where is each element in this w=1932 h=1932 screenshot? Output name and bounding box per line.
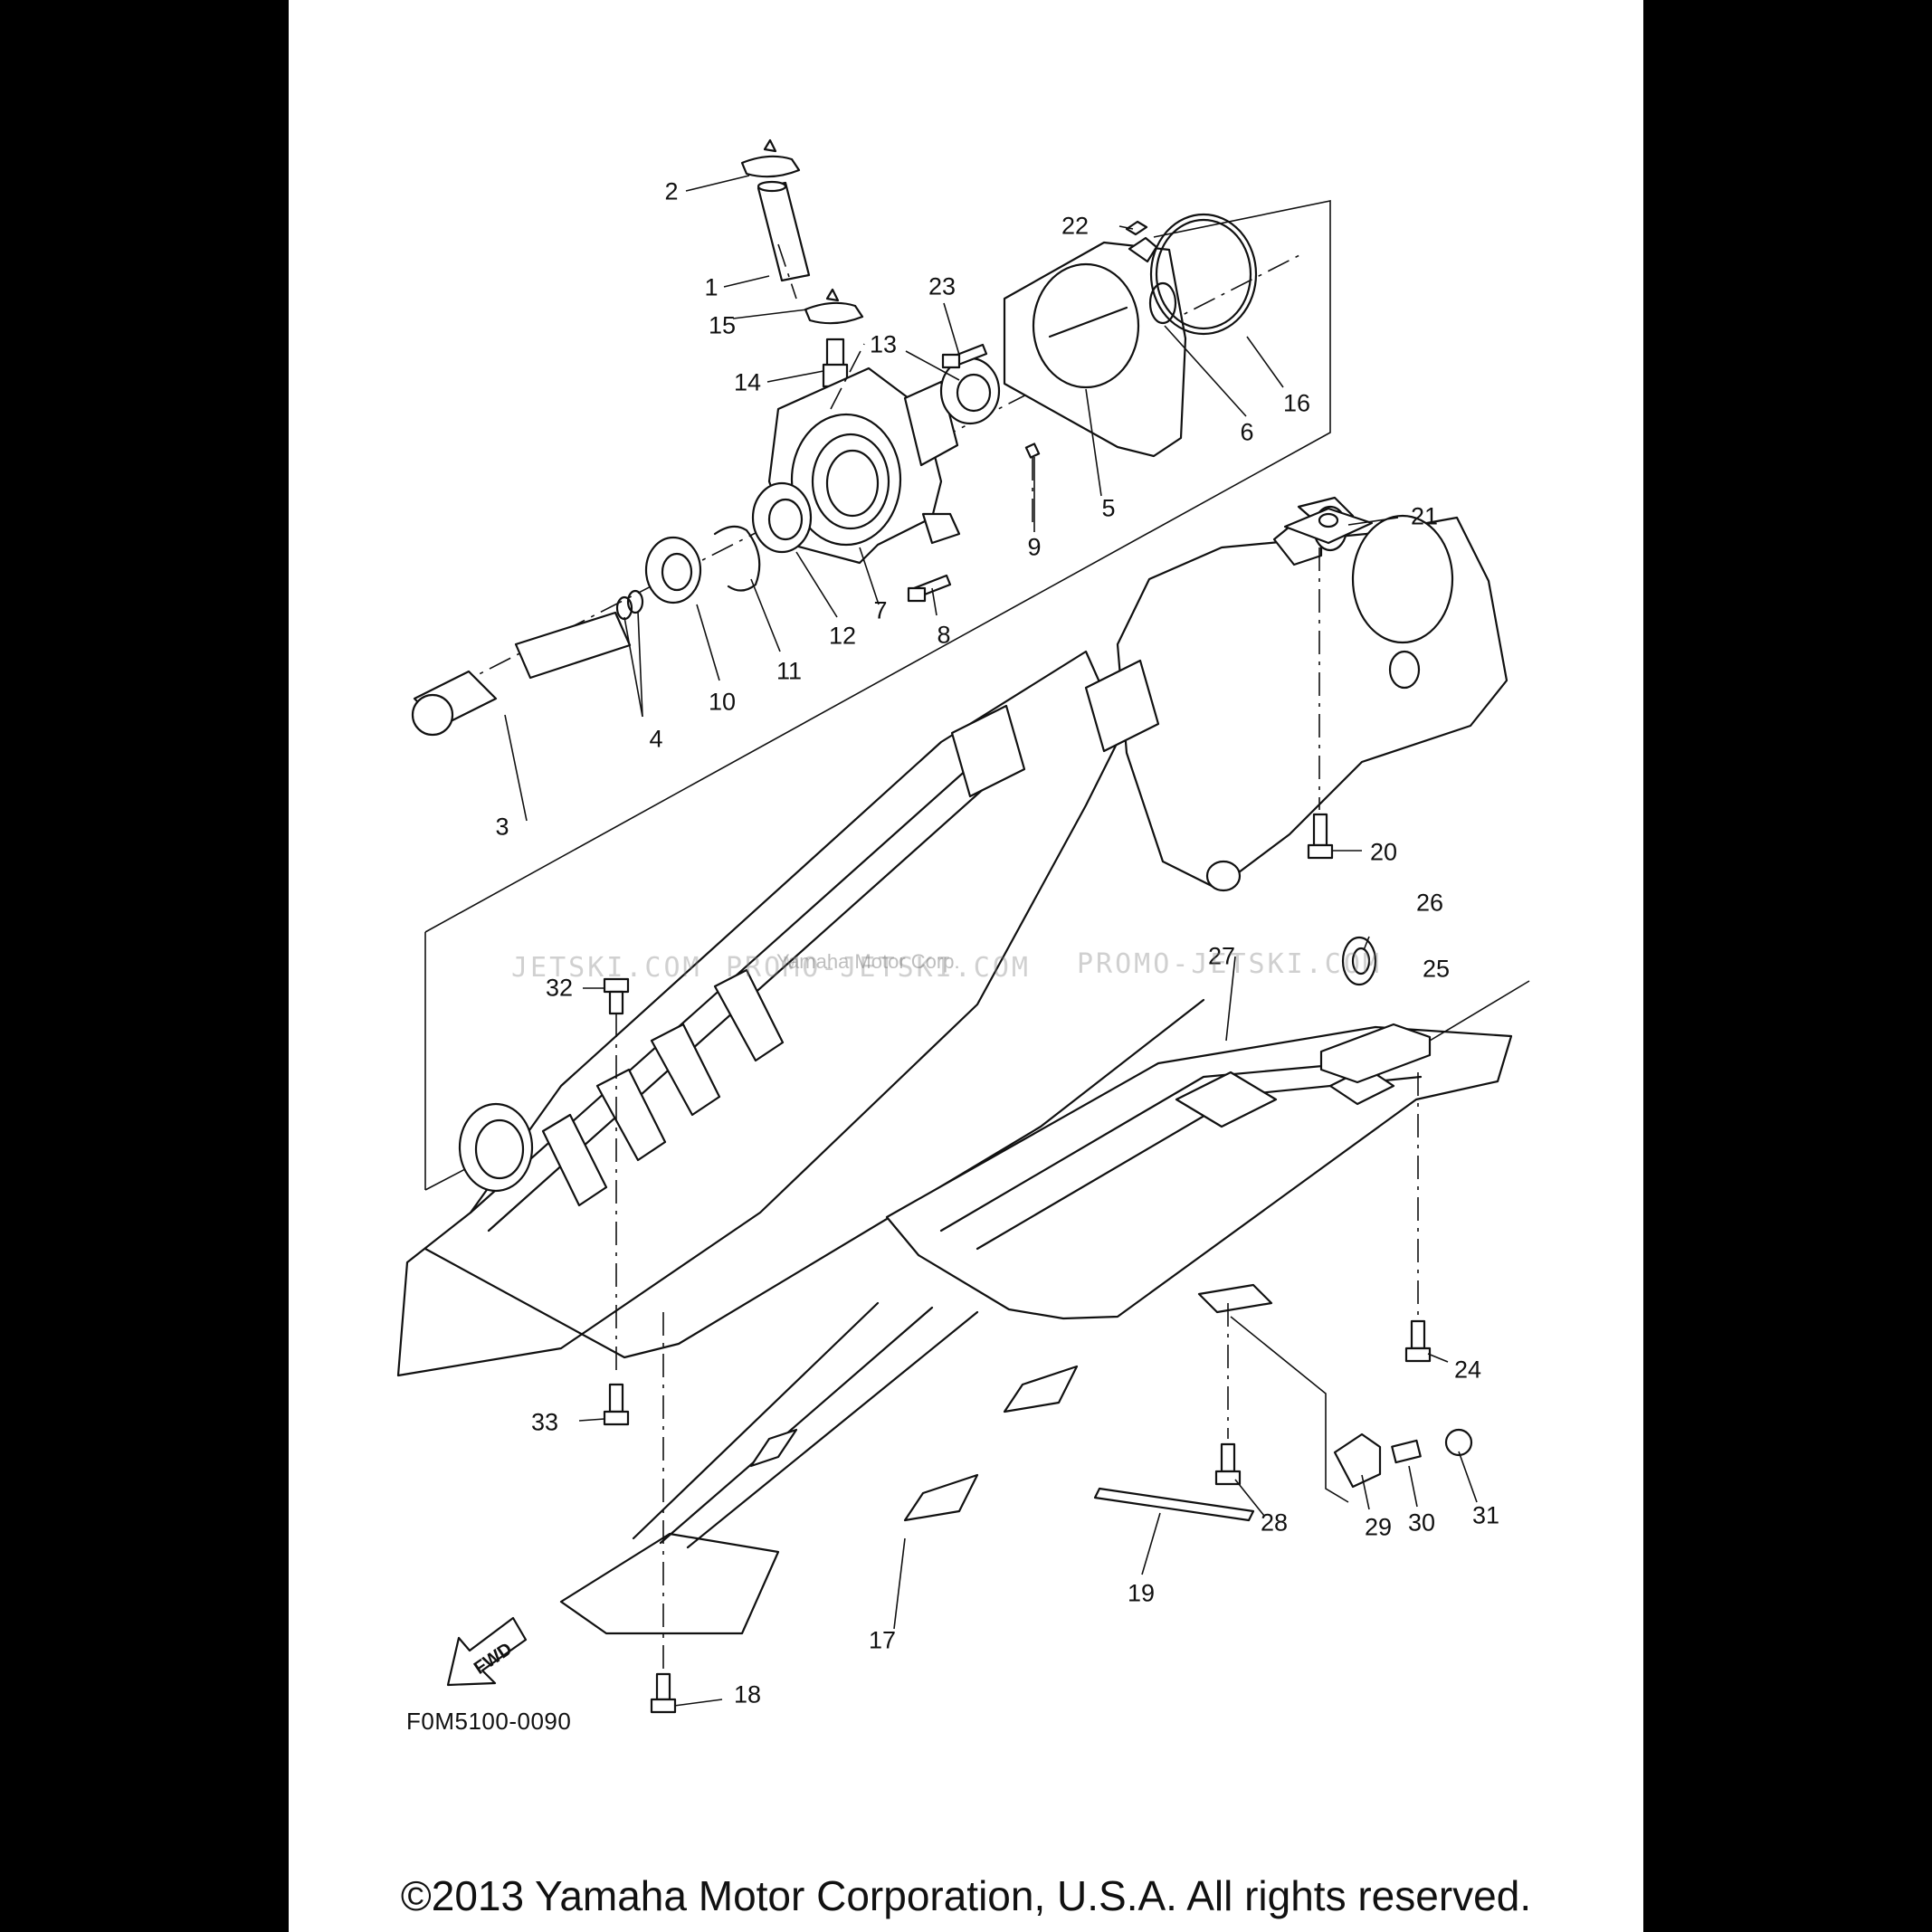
callout-2: 2 [664,177,679,205]
part-21 [1283,507,1374,545]
callout-31: 31 [1471,1501,1500,1529]
watermark-3: Yamaha Motor Corp. [776,950,960,973]
bolt-8 [907,574,952,603]
bolt-33 [603,1383,630,1426]
assembly-lines [615,243,1419,1670]
bolts [603,343,1432,1714]
callout-3: 3 [495,813,509,841]
hose-assembly [740,138,864,325]
callout-28: 28 [1260,1508,1289,1537]
figure-code: F0M5100-0090 [406,1708,572,1735]
callout-22: 22 [1061,212,1090,240]
intake-grate [559,1301,1255,1635]
callout-23: 23 [928,272,956,300]
o-rings [1148,213,1258,336]
callout-12: 12 [828,622,857,650]
callout-27: 27 [1207,942,1236,970]
callout-8: 8 [937,621,951,649]
shaft-parts [411,589,644,737]
callout-20: 20 [1369,838,1398,866]
bolt-23 [941,343,988,369]
grommet-26 [1341,936,1377,986]
watermark-4: PROMO-JETSKI.COM [1077,948,1382,980]
watermark-1: JETSKI.COM [511,952,702,984]
callout-18: 18 [733,1680,762,1708]
callout-15: 15 [708,311,737,339]
callout-7: 7 [873,596,888,624]
callout-24: 24 [1453,1356,1482,1384]
callout-29: 29 [1364,1513,1393,1541]
part-22 [1125,220,1148,236]
callout-30: 30 [1407,1508,1436,1537]
callout-33: 33 [530,1408,559,1436]
bolt-32 [603,977,630,1015]
pump-unit [1116,496,1508,892]
callout-19: 19 [1127,1579,1156,1607]
bearings [644,357,1001,604]
callout-4: 4 [649,725,663,753]
callout-16: 16 [1282,389,1311,417]
housing-5 [1003,236,1187,458]
callout-13: 13 [869,330,898,358]
callout-11: 11 [776,657,803,685]
bearing-housing-7 [767,366,961,565]
intake-duct [396,650,1205,1377]
fwd-arrow [446,1616,528,1687]
copyright-notice: ©2013 Yamaha Motor Corporation, U.S.A. A… [400,1872,1532,1919]
callout-1: 1 [704,273,719,301]
small-parts [1333,1428,1473,1489]
callout-26: 26 [1415,889,1444,917]
pin-9 [1024,443,1041,459]
bolt-20 [1307,813,1334,860]
callout-17: 17 [868,1626,897,1654]
callout-25: 25 [1422,955,1451,983]
callout-6: 6 [1240,418,1254,446]
bolt-18 [650,1672,677,1714]
watermark-2: PROMO-JETSKI.COM [726,952,1031,984]
callout-14: 14 [733,368,762,396]
callout-21: 21 [1410,502,1439,530]
callout-5: 5 [1101,494,1116,522]
bolt-24 [1404,1319,1432,1363]
callout-10: 10 [708,688,737,716]
bolt-28 [1214,1442,1242,1486]
callout-32: 32 [545,974,574,1002]
leader-lines [504,175,1530,1707]
callout-9: 9 [1027,533,1042,561]
block-25 [1319,1023,1432,1084]
